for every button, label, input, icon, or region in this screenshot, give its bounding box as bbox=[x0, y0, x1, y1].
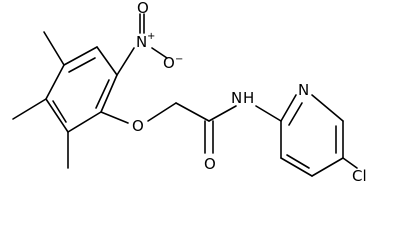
bond bbox=[96, 46, 118, 76]
ch2-carbonyl-bond bbox=[175, 102, 210, 122]
chlorine-label: Cl bbox=[352, 167, 367, 185]
pyridine-n-label: N bbox=[298, 81, 309, 99]
bond bbox=[67, 111, 102, 133]
nh-pyridine-bond bbox=[255, 105, 282, 122]
bond bbox=[280, 94, 297, 122]
double-bond-inner bbox=[95, 79, 110, 109]
bond bbox=[280, 157, 313, 177]
nitro-n-o-bond bbox=[151, 47, 168, 59]
methyl-bond-top bbox=[12, 98, 47, 120]
amide-h-label: H bbox=[243, 89, 254, 107]
nitro-o-right-label: O bbox=[163, 54, 175, 72]
double-bond-inner bbox=[52, 100, 67, 123]
bond bbox=[311, 157, 344, 177]
bond bbox=[311, 94, 344, 122]
bond bbox=[45, 64, 65, 100]
pyridine-ring bbox=[280, 94, 344, 177]
amide-n-label: N bbox=[231, 89, 242, 107]
bond bbox=[45, 98, 69, 133]
bond bbox=[63, 46, 98, 66]
double-bond-inner bbox=[68, 57, 96, 73]
bond bbox=[100, 74, 118, 113]
molecule-diagram: N + O O − O O N H N Cl bbox=[12, 0, 367, 185]
nitro-o-charge: − bbox=[175, 54, 183, 65]
double-bond-inner bbox=[286, 154, 310, 169]
methyl-bond-top bbox=[43, 31, 65, 66]
nitro-bond bbox=[116, 47, 135, 76]
nitro-n-label: N bbox=[136, 33, 147, 51]
ether-ch2-bond bbox=[147, 102, 177, 122]
chlorine-bond bbox=[342, 157, 358, 169]
double-bond-inner bbox=[288, 102, 303, 126]
nitro-o-top-label: O bbox=[137, 0, 149, 17]
benzene-ring bbox=[45, 46, 118, 133]
aryl-ether-bond bbox=[100, 111, 129, 124]
carbonyl-nh-bond bbox=[208, 105, 237, 122]
ether-o-label: O bbox=[132, 117, 144, 135]
nitro-n-charge: + bbox=[147, 31, 155, 42]
carbonyl-o-label: O bbox=[204, 155, 216, 173]
